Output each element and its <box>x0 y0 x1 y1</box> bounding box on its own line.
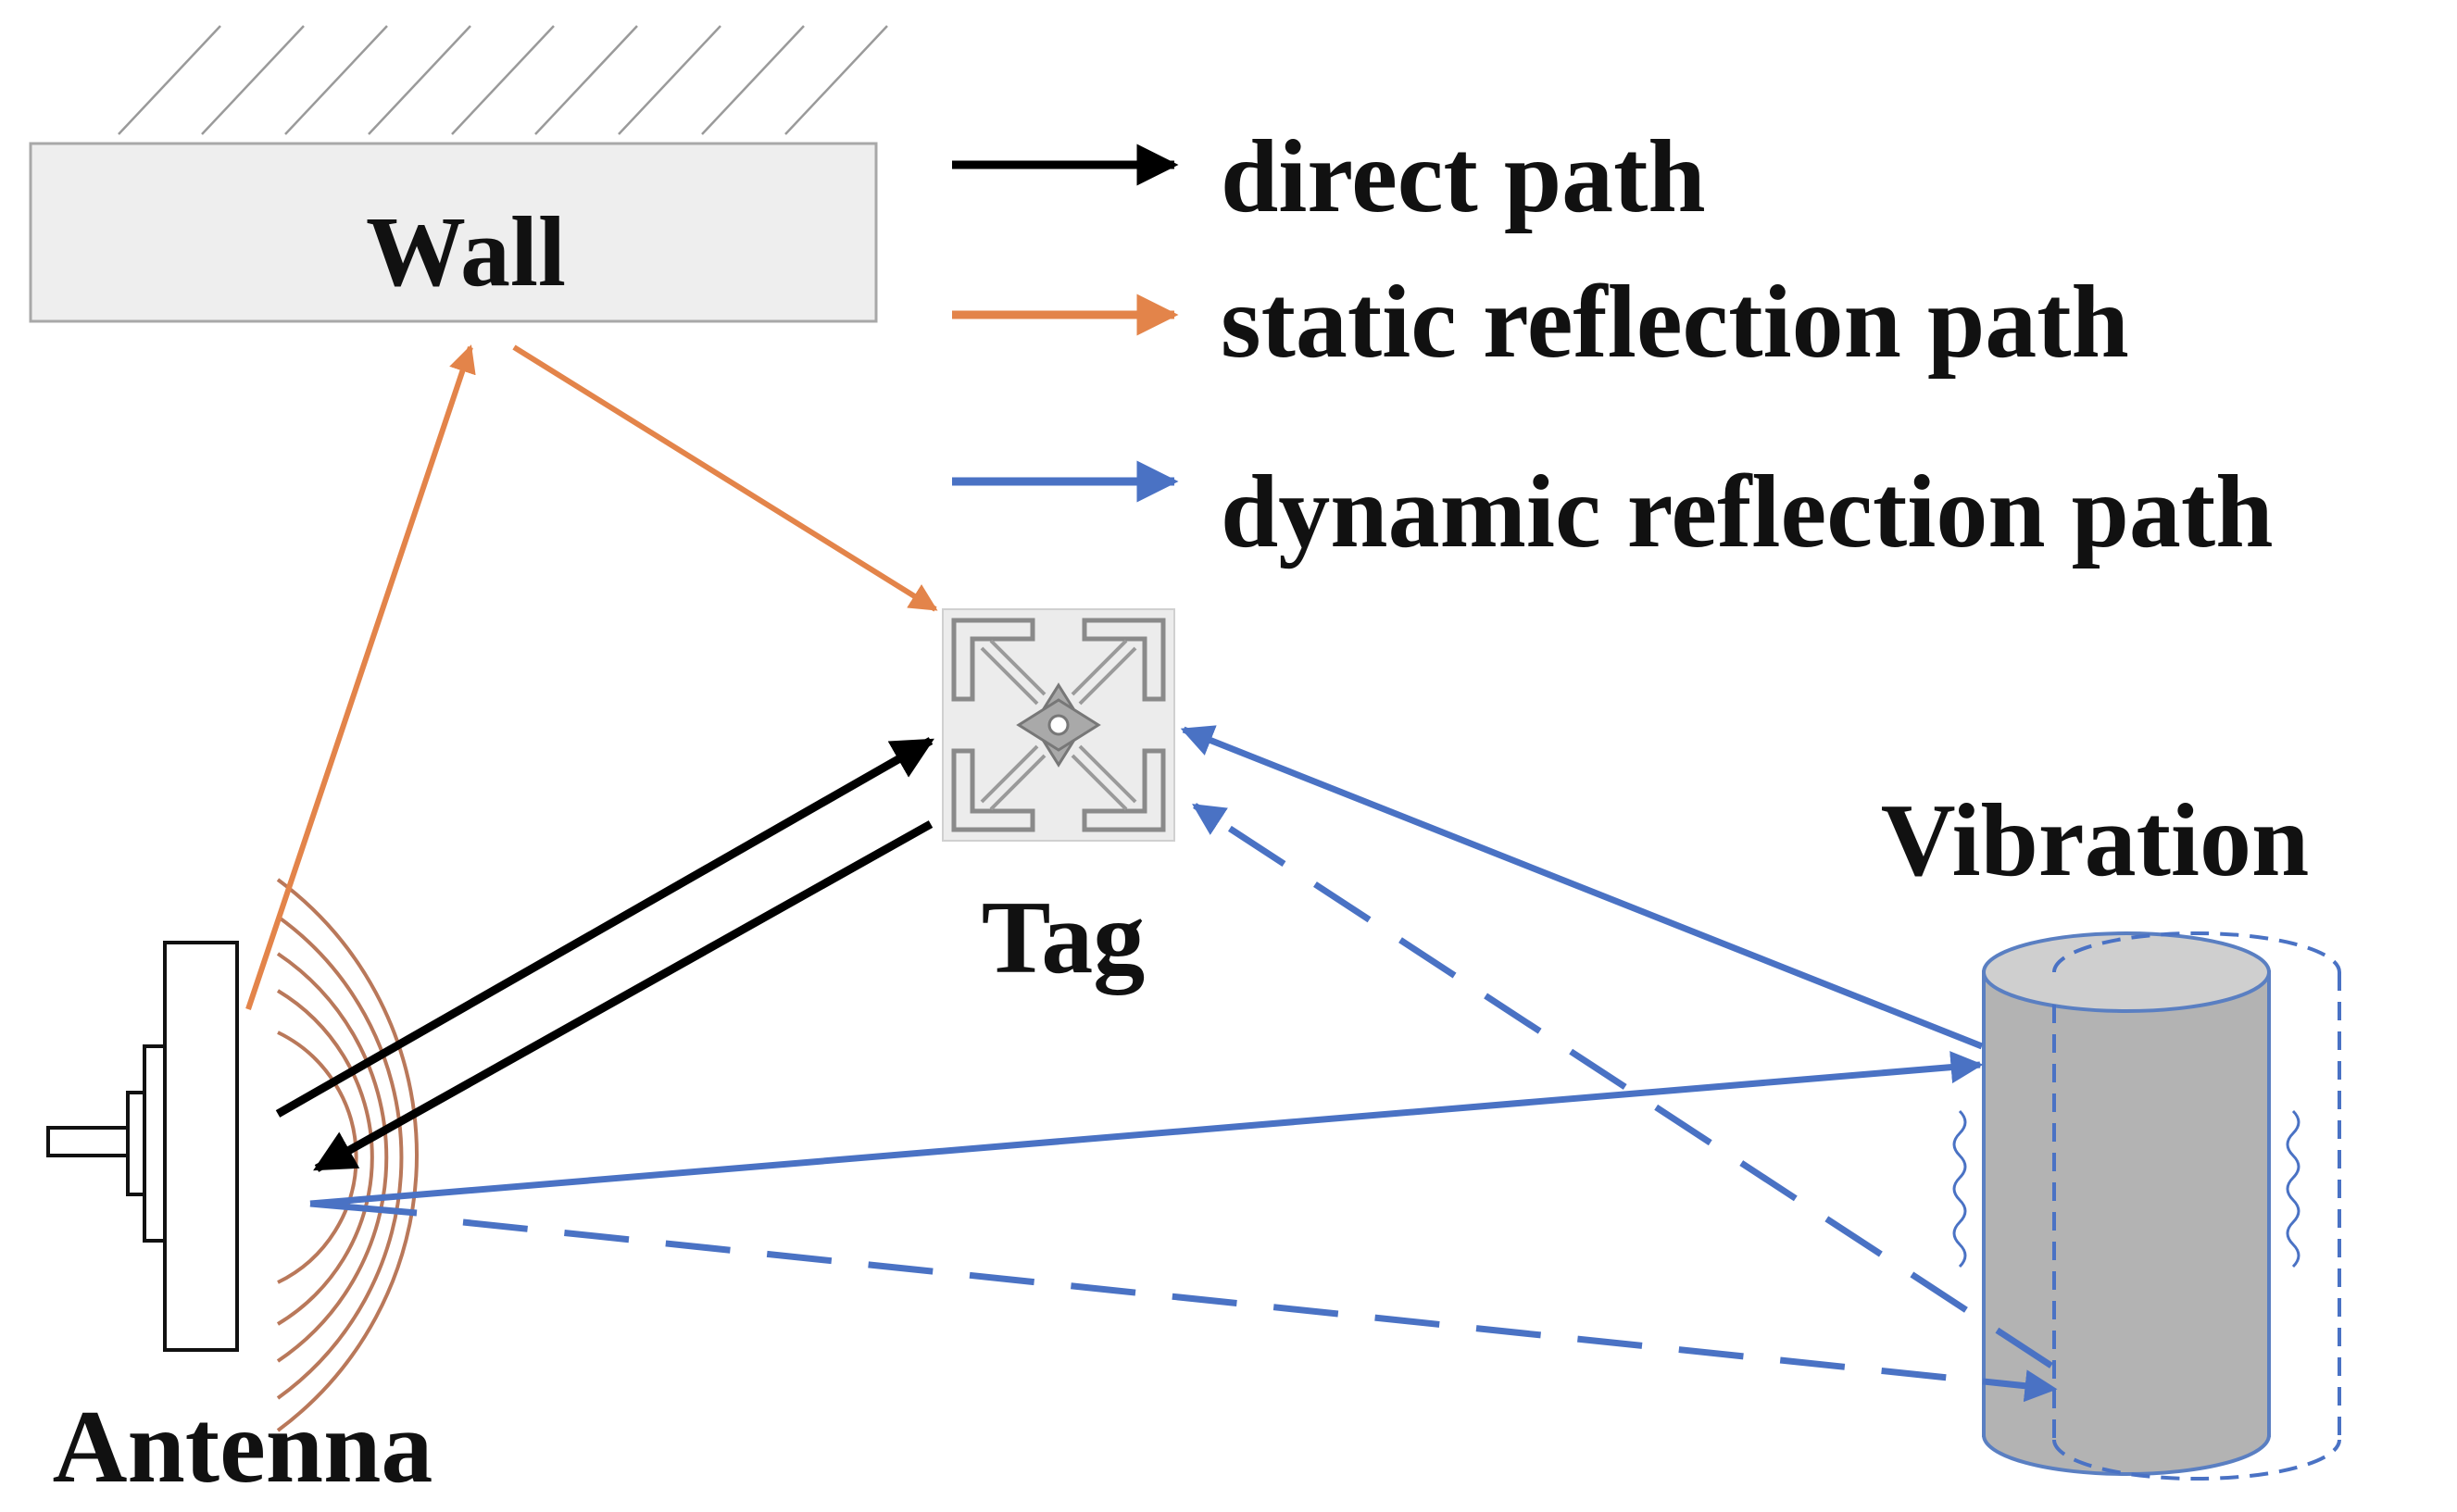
rfid-tag-icon <box>942 608 1175 842</box>
legend: direct path static reflection path dynam… <box>952 119 2274 569</box>
dynamic-path-object-to-tag <box>1180 725 1984 1050</box>
legend-static-label: static reflection path <box>1221 265 2129 380</box>
static-path-wall-to-tag <box>512 344 938 612</box>
dynamic-path-antenna-to-displaced-object <box>309 1200 418 1217</box>
dynamic-path-antenna-to-object <box>309 1051 1984 1207</box>
legend-item-direct: direct path <box>952 119 1706 234</box>
direct-paths <box>275 737 934 1172</box>
static-path-antenna-to-wall <box>245 344 476 1010</box>
direct-path-antenna-to-tag <box>275 737 934 1118</box>
dynamic-reflection-paths <box>309 725 2058 1403</box>
tag-label: Tag <box>982 881 1145 995</box>
antenna-label: Antenna <box>53 1390 433 1505</box>
cylinder-icon <box>1952 931 2341 1481</box>
legend-dynamic-label: dynamic reflection path <box>1221 455 2274 569</box>
wall-label: Wall <box>366 197 566 307</box>
legend-item-dynamic: dynamic reflection path <box>952 455 2274 569</box>
direct-path-tag-to-antenna <box>313 820 934 1172</box>
vibration-label: Vibration <box>1881 783 2310 898</box>
legend-item-static: static reflection path <box>952 265 2129 380</box>
legend-direct-label: direct path <box>1221 119 1706 234</box>
wall-block <box>29 142 878 323</box>
antenna-icon <box>46 941 239 1352</box>
dynamic-path-displaced-object-to-tag <box>1192 803 2053 1368</box>
dynamic-path-antenna-to-displaced-object-dashed <box>462 1218 2058 1403</box>
antenna-waves <box>276 878 420 1432</box>
wall-hatch-icon <box>118 25 888 135</box>
static-reflection-paths <box>245 344 938 1010</box>
